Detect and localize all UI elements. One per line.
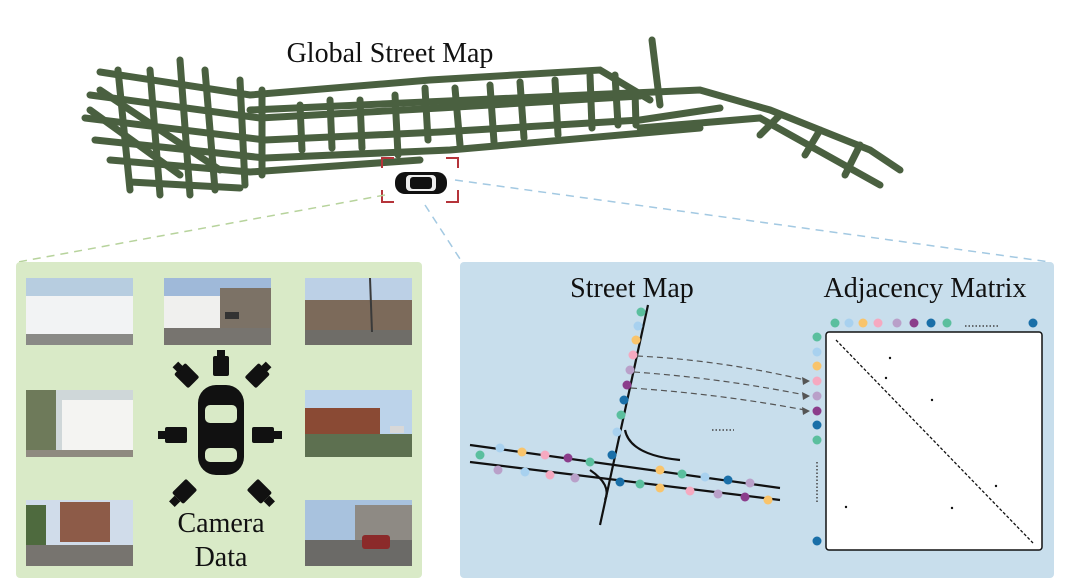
camera-icon-front (213, 350, 229, 376)
street-node (625, 365, 635, 375)
global-map-title: Global Street Map (287, 38, 494, 69)
street-node (631, 335, 641, 345)
matrix-entries (844, 356, 998, 510)
car-icon (395, 172, 447, 194)
street-node (612, 427, 622, 437)
camera-icon-front-left (172, 361, 199, 388)
street-map-title: Street Map (570, 273, 694, 304)
camera-photo-front-left (26, 278, 133, 345)
street-node (677, 469, 687, 479)
camera-label-line1: Camera (177, 508, 265, 539)
street-node (475, 450, 485, 460)
street-node (607, 450, 617, 460)
street-node (520, 467, 530, 477)
street-node (655, 465, 665, 475)
street-node (517, 447, 527, 457)
street-node (740, 492, 750, 502)
projection-line-left-1 (17, 194, 386, 263)
projection-line-right-1 (454, 179, 1051, 263)
camera-photo-front (164, 278, 271, 345)
street-node (615, 477, 625, 487)
matrix-column-nodes (830, 318, 1038, 328)
camera-photo-front-right (305, 277, 412, 345)
street-node (635, 479, 645, 489)
global-street-map (81, 36, 904, 199)
street-node (622, 380, 632, 390)
street-node (619, 395, 629, 405)
camera-icon-left (158, 427, 187, 443)
camera-photo-right (305, 390, 412, 457)
street-node (493, 465, 503, 475)
camera-icon-right (252, 427, 282, 443)
adjacency-matrix-title: Adjacency Matrix (824, 273, 1027, 304)
ego-car-marker (381, 157, 459, 203)
street-node (616, 410, 626, 420)
camera-photo-rear-right (305, 500, 412, 566)
street-node (540, 450, 550, 460)
street-node (713, 489, 723, 499)
street-node (700, 472, 710, 482)
car-top-icon (198, 385, 244, 475)
camera-icon-front-right (245, 361, 272, 388)
street-node (745, 478, 755, 488)
street-node (495, 443, 505, 453)
street-node (545, 470, 555, 480)
camera-photo-left (26, 390, 133, 457)
street-node (628, 350, 638, 360)
street-node (685, 486, 695, 496)
street-node (636, 307, 646, 317)
matrix-row-nodes (812, 332, 822, 546)
surround-camera-rig (158, 350, 282, 507)
arrowheads (802, 377, 810, 415)
node-to-matrix-arrows (630, 355, 806, 411)
camera-label-line2: Data (195, 542, 248, 573)
street-node (633, 321, 643, 331)
matrix-diagonal (835, 339, 1034, 544)
projection-line-right-2 (424, 204, 463, 263)
street-node (585, 457, 595, 467)
camera-photo-rear-left (26, 500, 133, 566)
street-node (570, 473, 580, 483)
street-node (723, 475, 733, 485)
street-map-nodes (475, 307, 773, 505)
street-node (655, 483, 665, 493)
street-node (563, 453, 573, 463)
street-node (763, 495, 773, 505)
